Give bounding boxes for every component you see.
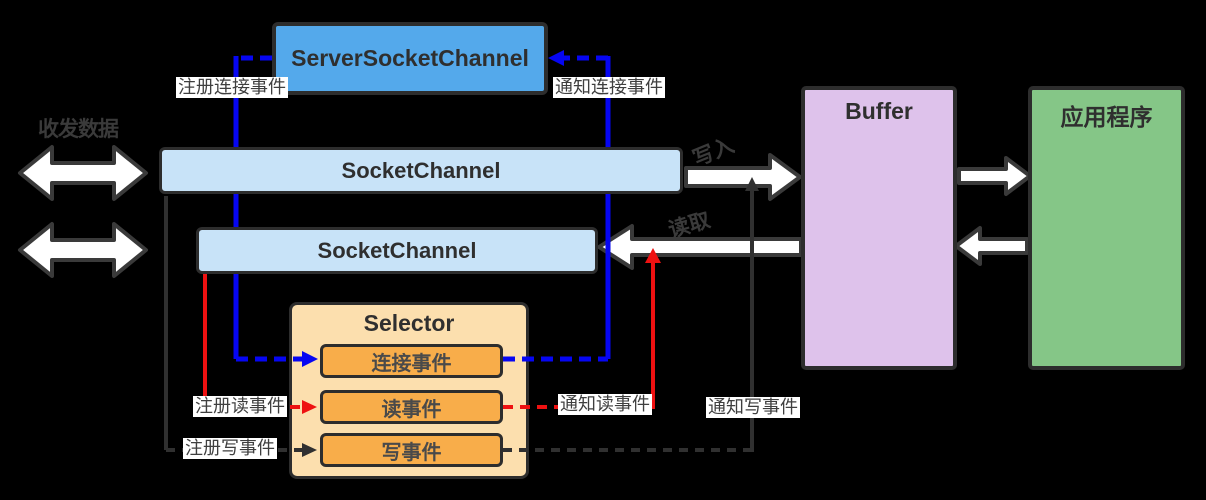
notify-connect-event-label: 通知连接事件 xyxy=(553,77,665,98)
notify-read-arrowhead-up-icon xyxy=(645,248,661,263)
selector-title: Selector xyxy=(363,310,455,336)
buffer-label: Buffer xyxy=(845,98,913,124)
network-data-label: 收发数据 xyxy=(38,118,119,141)
application-label: 应用程序 xyxy=(1060,104,1153,130)
buffer-box: Buffer xyxy=(801,86,957,370)
network-double-arrow-icon-2 xyxy=(18,222,148,278)
notify-write-arrowhead-up-icon xyxy=(745,177,759,191)
application-box: 应用程序 xyxy=(1028,86,1185,370)
register-read-event-label: 注册读事件 xyxy=(193,396,287,417)
server-socket-channel-box: ServerSocketChannel xyxy=(272,22,548,95)
notify-read-event-label: 通知读事件 xyxy=(558,394,652,415)
write-to-buffer-arrow-icon xyxy=(684,153,802,201)
socket-channel-2-label: SocketChannel xyxy=(317,237,477,263)
app-to-buffer-arrow-icon xyxy=(954,226,1029,266)
read-event-label: 读事件 xyxy=(381,398,442,421)
socket-channel-1-label: SocketChannel xyxy=(341,157,501,183)
buffer-to-app-arrow-icon xyxy=(957,156,1032,196)
connect-arrowhead-into-server-icon xyxy=(548,50,564,66)
read-event-box: 读事件 xyxy=(320,390,503,424)
notify-write-event-label: 通知写事件 xyxy=(706,397,800,418)
connect-event-box: 连接事件 xyxy=(320,344,503,378)
socket-channel-box-1: SocketChannel xyxy=(159,147,683,194)
network-double-arrow-icon-1 xyxy=(18,145,148,201)
server-socket-channel-label: ServerSocketChannel xyxy=(291,45,529,71)
read-arrowhead-into-selector-icon xyxy=(302,400,317,414)
socket-channel-box-2: SocketChannel xyxy=(196,227,598,274)
write-event-box: 写事件 xyxy=(320,433,503,467)
write-event-label: 写事件 xyxy=(381,441,442,464)
register-connect-event-label: 注册连接事件 xyxy=(176,77,288,98)
connect-event-label: 连接事件 xyxy=(371,352,452,375)
register-write-event-label: 注册写事件 xyxy=(183,438,277,459)
write-arrowhead-into-selector-icon xyxy=(302,443,317,457)
connect-arrowhead-into-selector-icon xyxy=(302,351,318,367)
